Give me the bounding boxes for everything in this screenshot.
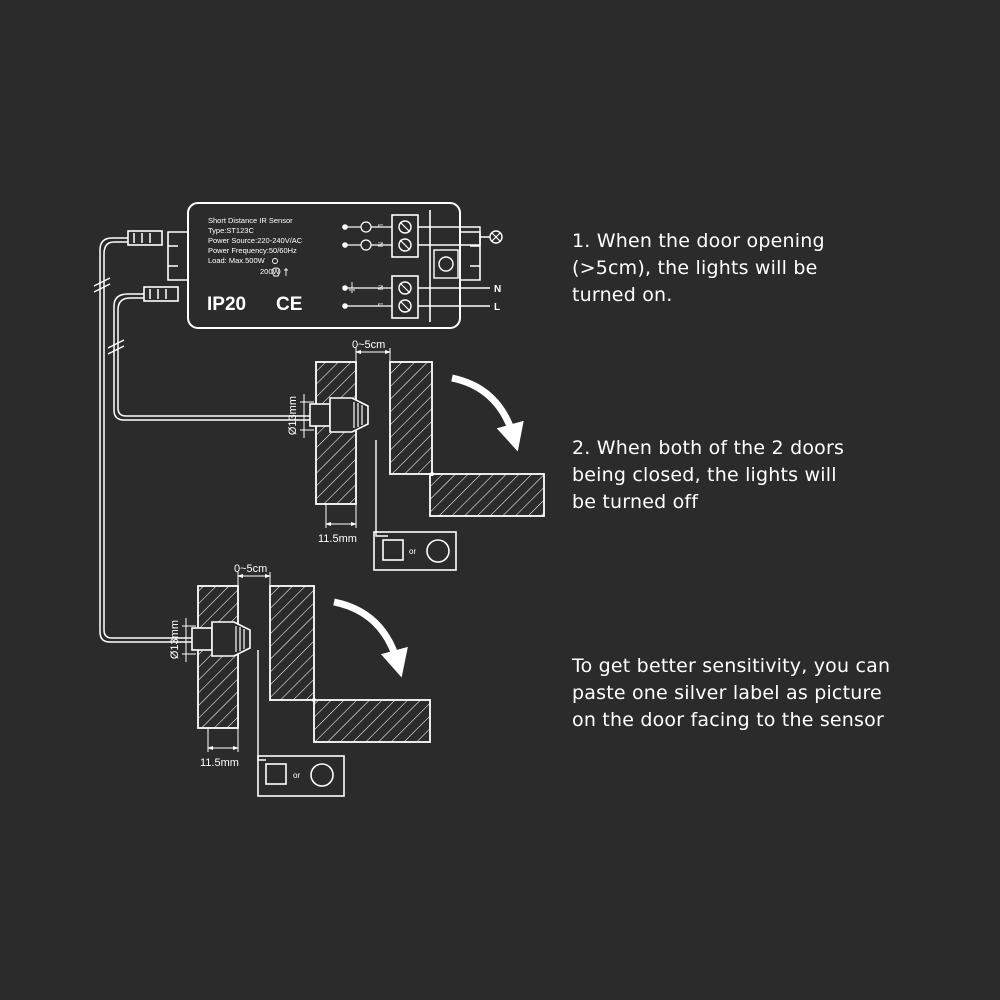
device-name: Short Distance IR Sensor	[208, 216, 293, 225]
terminal-label-n-lower: N	[376, 285, 383, 290]
instruction-step-2-line-2: being closed, the lights will	[572, 464, 837, 486]
supply-label-l: L	[494, 302, 500, 313]
sensitivity-tip: To get better sensitivity, you can paste…	[572, 653, 890, 734]
round-label-icon-bottom	[310, 763, 334, 787]
device-lamp-rating: 200W	[260, 267, 281, 276]
lamp-output-icon	[489, 230, 503, 244]
instruction-step-1-line-2: (>5cm), the lights will be	[572, 257, 818, 279]
sensitivity-knob	[438, 256, 454, 272]
thickness-label-bottom: 11.5mm	[200, 757, 239, 769]
gap-label-top: 0~5cm	[352, 339, 385, 351]
terminal-label-n-upper: N	[376, 242, 383, 247]
instruction-step-2-line-1: 2. When both of the 2 doors	[572, 437, 845, 459]
gap-label-bottom: 0~5cm	[234, 563, 267, 575]
device-type: Type:ST123C	[208, 226, 254, 235]
instruction-step-1-line-1: 1. When the door opening	[572, 230, 825, 252]
door-swing-arrow-bottom	[333, 598, 408, 678]
ip-rating: IP20	[207, 294, 246, 315]
lamp-symbol-1	[360, 221, 372, 233]
round-label-icon	[426, 539, 450, 563]
cable-to-bottom-sensor	[99, 237, 200, 643]
lamp-symbol-2	[360, 239, 372, 251]
sun-icon	[272, 258, 278, 264]
ce-mark: CE	[276, 294, 302, 315]
terminal-block-lower	[391, 275, 419, 319]
silver-label-inset-bottom	[257, 755, 345, 797]
sensor-cables	[93, 230, 318, 643]
ir-sensor-head-top	[309, 397, 369, 433]
door-edge-bottom	[269, 585, 315, 701]
instruction-step-1: 1. When the door opening (>5cm), the lig…	[572, 228, 825, 309]
supply-label-n: N	[494, 284, 501, 295]
connector-plug-2	[143, 286, 179, 302]
door-edge-top	[389, 361, 433, 475]
thickness-label-top: 11.5mm	[318, 533, 357, 545]
sensitivity-tip-line-3: on the door facing to the sensor	[572, 709, 884, 731]
sensitivity-tip-line-1: To get better sensitivity, you can	[572, 655, 891, 677]
hole-label-top: Ø13mm	[287, 396, 299, 435]
sensitivity-tip-line-2: paste one silver label as picture	[572, 682, 882, 704]
device-load: Load: Max.500W	[208, 256, 266, 265]
instruction-step-2: 2. When both of the 2 doors being closed…	[572, 435, 844, 516]
device-frequency: Power Frequency:50/60Hz	[208, 246, 297, 255]
door-swing-arrow-top	[451, 374, 524, 452]
silver-label-inset-top	[373, 531, 457, 571]
or-label-bottom: or	[293, 771, 300, 780]
instruction-step-2-line-3: be turned off	[572, 491, 699, 513]
square-label-icon-bottom	[265, 763, 287, 785]
bulb-icon-2	[284, 268, 288, 276]
installation-top: 0~5cm Ø13mm 11.5mm or	[287, 339, 545, 571]
sensitivity-knob-housing	[433, 249, 459, 279]
terminal-block-upper	[391, 214, 419, 258]
door-panel-top	[429, 473, 545, 517]
connector-plug-1	[127, 230, 163, 246]
instruction-step-1-line-3: turned on.	[572, 284, 673, 306]
left-mounting-ear	[167, 231, 188, 281]
sensor-controller	[167, 202, 503, 329]
terminal-label-l-lower: L	[376, 303, 383, 307]
bulb-icon	[271, 267, 281, 277]
ground-icon	[348, 282, 356, 293]
square-label-icon	[382, 539, 404, 561]
device-power-source: Power Source:220-240V/AC	[208, 236, 303, 245]
hole-label-bottom: Ø13mm	[169, 620, 181, 659]
ir-sensor-head-bottom	[191, 621, 251, 657]
cabinet-side-top	[315, 361, 357, 505]
installation-bottom: 0~5cm Ø13mm 11.5mm or	[169, 563, 431, 797]
right-mounting-ear	[460, 231, 481, 281]
terminal-label-l-upper: L	[376, 224, 383, 228]
or-label-top: or	[409, 547, 416, 556]
cabinet-side-bottom	[197, 585, 239, 729]
cable-to-top-sensor	[113, 293, 318, 421]
door-panel-bottom	[313, 699, 431, 743]
controller-body	[187, 202, 461, 329]
